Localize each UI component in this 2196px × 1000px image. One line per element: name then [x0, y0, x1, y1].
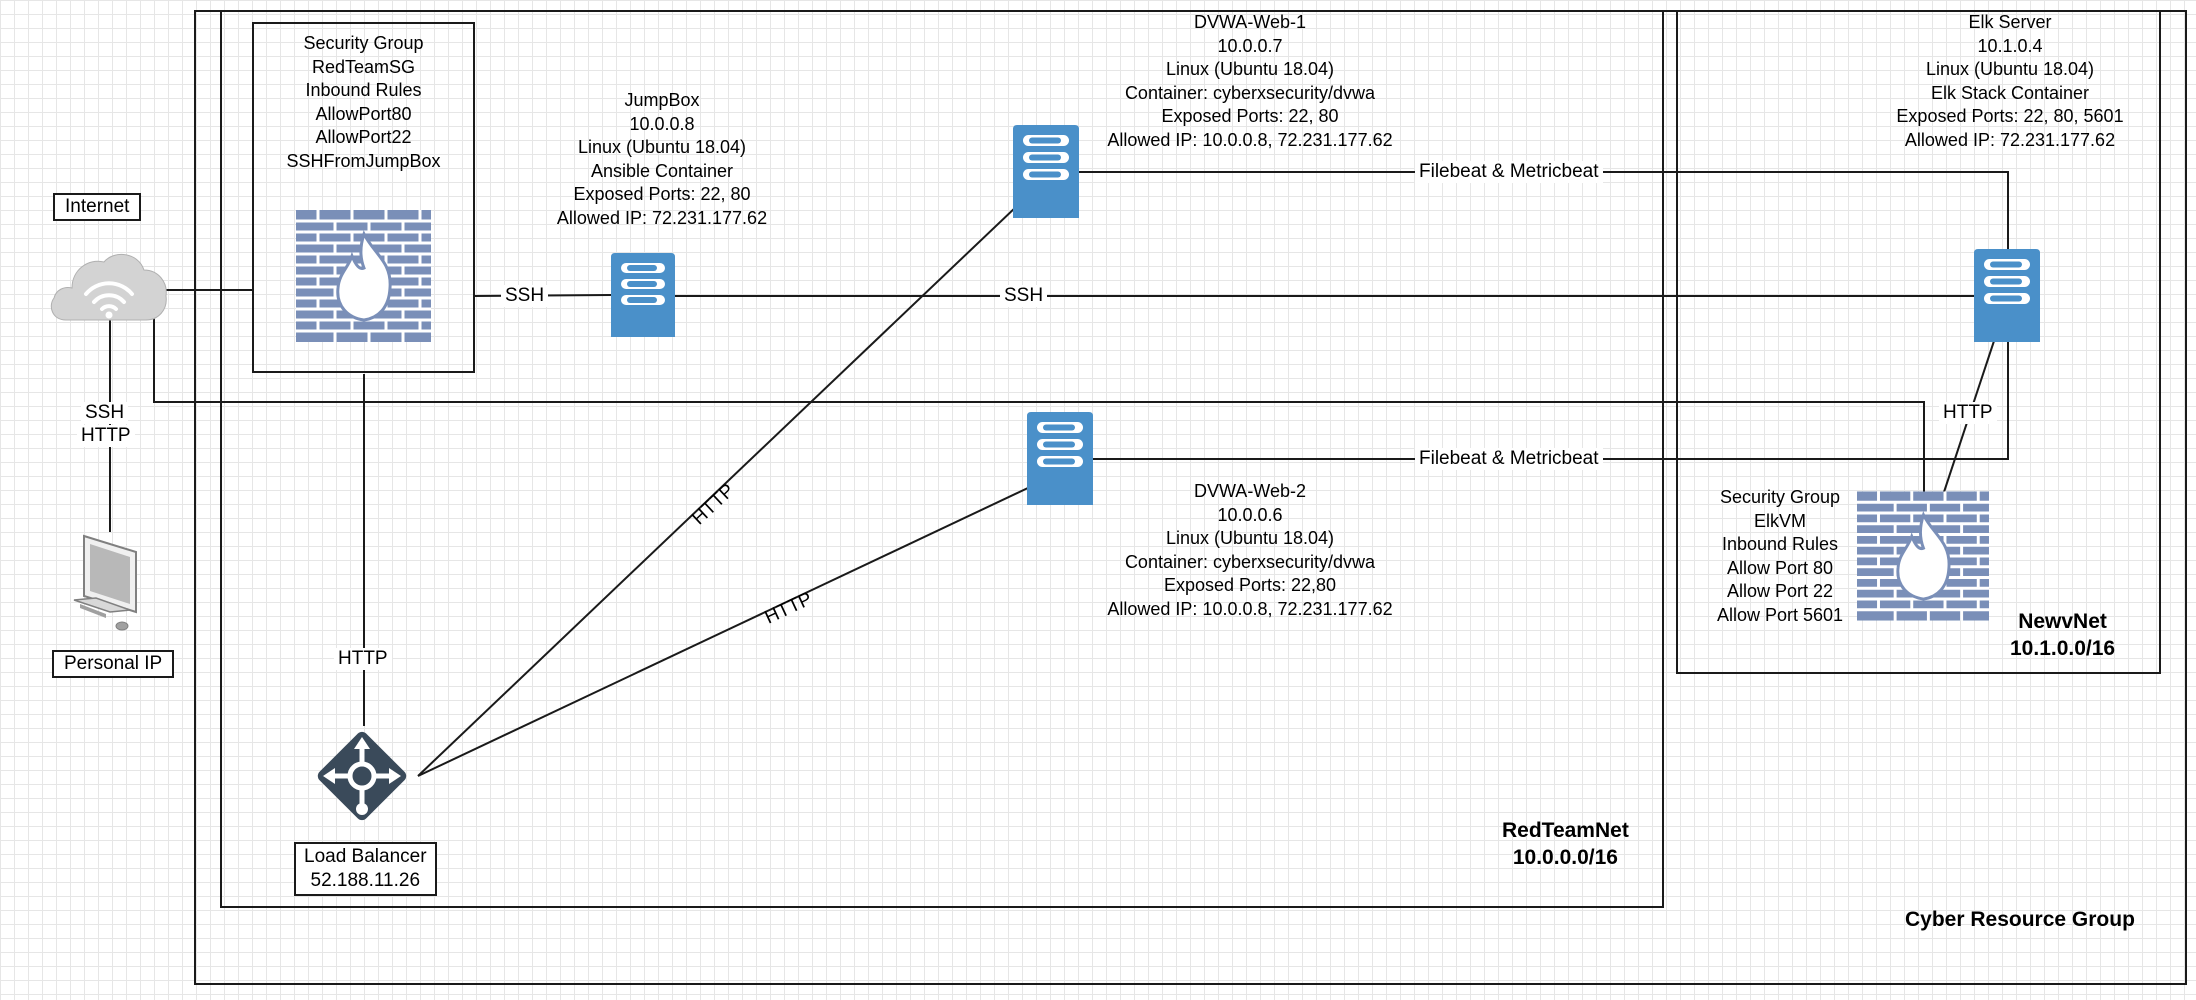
sg-elk-line: Inbound Rules: [1721, 534, 1839, 554]
http-label: HTTP: [1939, 402, 1997, 424]
newvnet-cidr: 10.1.0.0/16: [2010, 637, 2116, 660]
ssh-label: SSH: [501, 285, 549, 307]
server-icon: [1974, 249, 2040, 342]
security-group-elk-text: Security Group ElkVM Inbound Rules Allow…: [1700, 486, 1860, 627]
elk-line: Elk Stack Container: [1930, 82, 2090, 103]
load-balancer-icon: [317, 731, 407, 821]
elk-line: Elk Server: [1968, 12, 2052, 32]
jumpbox-text: JumpBox 10.0.0.8 Linux (Ubuntu 18.04) An…: [532, 89, 792, 230]
dvwa-web-2-text: DVWA-Web-2 10.0.0.6 Linux (Ubuntu 18.04)…: [1080, 480, 1420, 621]
newvnet-frame: [1676, 10, 2161, 674]
link-web2-elk: [1091, 337, 2009, 460]
security-group-red-text: Security Group RedTeamSG Inbound Rules A…: [252, 32, 475, 173]
web1-line: Container: cyberxsecurity/dvwa: [1124, 82, 1376, 103]
server-icon: [1027, 412, 1093, 505]
dvwa-web-1-text: DVWA-Web-1 10.0.0.7 Linux (Ubuntu 18.04)…: [1080, 11, 1420, 152]
jumpbox-line: Linux (Ubuntu 18.04): [577, 137, 747, 157]
jumpbox-line: JumpBox: [624, 90, 700, 110]
web1-line: 10.0.0.7: [1217, 35, 1283, 56]
internet-link-ssh-label: SSH: [81, 402, 129, 424]
jumpbox-line: 10.0.0.8: [629, 113, 695, 134]
sg-red-line: SSHFromJumpBox: [286, 150, 441, 171]
sg-red-line: Security Group: [303, 33, 424, 53]
jumpbox-line: Exposed Ports: 22, 80: [573, 184, 751, 204]
jumpbox-line: Ansible Container: [590, 160, 734, 181]
firewall-icon: [1857, 491, 1989, 621]
filebeat-metricbeat-label: Filebeat & Metricbeat: [1415, 448, 1603, 470]
sg-elk-line: Allow Port 22: [1726, 581, 1834, 601]
web2-line: Exposed Ports: 22,80: [1163, 575, 1337, 595]
security-group-red-frame: [252, 22, 475, 373]
web1-line: Linux (Ubuntu 18.04): [1165, 59, 1335, 79]
cyber-resource-group-label: Cyber Resource Group: [1905, 908, 2135, 931]
elk-line: Allowed IP: 72.231.177.62: [1904, 129, 2116, 150]
sg-red-line: AllowPort22: [315, 127, 412, 147]
web2-line: Linux (Ubuntu 18.04): [1165, 528, 1335, 548]
web2-line: Container: cyberxsecurity/dvwa: [1124, 551, 1376, 572]
sg-elk-line: Allow Port 5601: [1716, 604, 1844, 625]
sg-elk-line: ElkVM: [1753, 510, 1806, 531]
elk-line: Linux (Ubuntu 18.04): [1925, 59, 2095, 79]
redteamnet-name: RedTeamNet: [1502, 819, 1629, 842]
web1-line: DVWA-Web-1: [1193, 12, 1307, 32]
sg-elk-line: Allow Port 80: [1726, 557, 1834, 578]
ssh-label: SSH: [1000, 285, 1048, 307]
newvnet-name: NewvNet: [2018, 610, 2107, 633]
link-lb-web2: [417, 486, 1031, 777]
sg-red-line: RedTeamSG: [311, 56, 416, 77]
elk-line: 10.1.0.4: [1977, 35, 2043, 56]
web1-line: Exposed Ports: 22, 80: [1161, 106, 1339, 126]
http-label: HTTP: [334, 648, 392, 670]
web2-line: Allowed IP: 10.0.0.8, 72.231.177.62: [1107, 598, 1393, 619]
filebeat-metricbeat-label: Filebeat & Metricbeat: [1415, 161, 1603, 183]
internet-link-http-label: HTTP: [77, 425, 135, 447]
personal-ip-label: Personal IP: [52, 650, 175, 678]
jumpbox-line: Allowed IP: 72.231.177.62: [556, 207, 768, 228]
redteamnet-cidr: 10.0.0.0/16: [1512, 846, 1618, 869]
elk-server-text: Elk Server 10.1.0.4 Linux (Ubuntu 18.04)…: [1860, 11, 2160, 152]
sg-red-line: Inbound Rules: [305, 80, 422, 100]
link-internet-elk-firewall: [153, 295, 1925, 492]
server-icon: [611, 253, 675, 337]
link-web1-elk: [1078, 171, 2009, 250]
load-balancer-label: Load Balancer 52.188.11.26: [294, 842, 437, 896]
lb-line: Load Balancer: [304, 846, 427, 867]
server-icon: [1013, 125, 1079, 218]
web2-line: 10.0.0.6: [1217, 504, 1283, 525]
lb-line: 52.188.11.26: [310, 870, 421, 891]
link-lb-web1: [417, 204, 1019, 777]
web1-line: Allowed IP: 10.0.0.8, 72.231.177.62: [1107, 129, 1393, 150]
cloud-wifi-icon: [50, 254, 167, 321]
sg-red-line: AllowPort80: [315, 103, 412, 124]
newvnet-label: NewvNet 10.1.0.0/16: [2010, 608, 2115, 662]
redteamnet-label: RedTeamNet 10.0.0.0/16: [1502, 817, 1629, 871]
firewall-icon: [296, 210, 431, 342]
web2-line: DVWA-Web-2: [1193, 481, 1307, 501]
sg-elk-line: Security Group: [1719, 487, 1841, 507]
elk-line: Exposed Ports: 22, 80, 5601: [1896, 106, 2124, 126]
internet-label: Internet: [53, 193, 142, 221]
computer-icon: [73, 534, 137, 631]
